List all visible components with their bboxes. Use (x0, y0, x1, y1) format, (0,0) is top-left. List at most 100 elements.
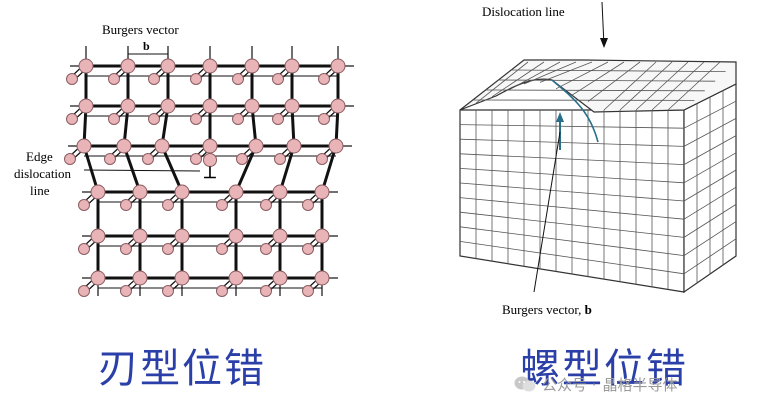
lattice-atom (64, 153, 76, 165)
lattice-atom (314, 270, 330, 286)
lattice-atom (318, 73, 330, 85)
lattice-atom (272, 113, 284, 125)
screw-burgers-vector-label: Burgers vector, b (502, 302, 592, 317)
lattice-atoms (64, 58, 346, 297)
edge-dislocation-diagram: Burgers vector b Edge dislocation line ⊥ (14, 22, 354, 297)
lattice-bond (234, 145, 258, 193)
lattice-atom (284, 98, 300, 114)
crystal-grid (459, 61, 737, 290)
lattice-atom (190, 113, 202, 125)
grid-line (635, 61, 689, 111)
grid-line (651, 61, 705, 111)
lattice-atom (286, 138, 302, 154)
lattice-atom (318, 113, 330, 125)
burgers-vector-arrowhead (556, 112, 564, 122)
lattice-atom (272, 73, 284, 85)
edge-dislocation-symbol: ⊥ (203, 165, 217, 182)
lattice-atom (148, 73, 160, 85)
grid-line (683, 152, 737, 184)
lattice-atom (202, 138, 218, 154)
lattice-atom (66, 113, 78, 125)
edge-line-label-3: line (30, 183, 50, 198)
edge-line-label-2: dislocation (14, 166, 72, 181)
edge-dislocation-caption: 刃型位错 (98, 346, 266, 392)
lattice-atom (272, 270, 288, 286)
screw-dislocation-diagram: Dislocation line Burgers vector, b (459, 1, 737, 317)
lattice-atom (302, 199, 314, 211)
grid-line (459, 182, 685, 202)
lattice-atom (202, 98, 218, 114)
grid-line (459, 124, 685, 129)
lattice-atom (244, 58, 260, 74)
lattice-atom (76, 138, 92, 154)
lattice-atom (132, 270, 148, 286)
lattice-atom (330, 58, 346, 74)
lattice-atom (328, 138, 344, 154)
dislocation-line-label: Dislocation line (482, 4, 565, 19)
lattice-atom (160, 98, 176, 114)
watermark-name: 晶格半导体 (602, 375, 678, 394)
lattice-atom (314, 228, 330, 244)
grid-line (507, 61, 561, 91)
lattice-atom (232, 73, 244, 85)
burgers-vector-pointer (533, 131, 561, 293)
lattice-atom (284, 58, 300, 74)
dislocation-step (551, 79, 599, 143)
lattice-atom (216, 285, 228, 297)
lattice-atom (148, 113, 160, 125)
grid-line (475, 61, 529, 104)
lattice-bond (278, 145, 296, 193)
lattice-atom (314, 184, 330, 200)
lattice-atom (203, 153, 217, 167)
lattice-atom (154, 138, 170, 154)
lattice-atom (120, 243, 132, 255)
lattice-atom (108, 73, 120, 85)
lattice-atom (78, 58, 94, 74)
wechat-icon (514, 376, 536, 392)
lattice-atom (330, 98, 346, 114)
burgers-vector-symbol: b (143, 39, 150, 53)
lattice-atom (216, 243, 228, 255)
lattice-atom (162, 199, 174, 211)
lattice-atom (274, 153, 286, 165)
screw-dislocation-panel: Dislocation line Burgers vector, b (384, 0, 768, 410)
lattice-atom (228, 184, 244, 200)
lattice-atom (302, 243, 314, 255)
grid-line (491, 61, 545, 98)
lattice-atom (260, 285, 272, 297)
lattice-bond (122, 145, 142, 193)
grid-line (683, 221, 737, 256)
grid-line (498, 79, 716, 82)
lattice-atom (120, 98, 136, 114)
grid-line (683, 204, 737, 238)
grid-line (603, 61, 657, 111)
grid-line (459, 197, 685, 220)
grid-line (539, 61, 593, 83)
lattice-atom (120, 199, 132, 211)
grid-line (459, 241, 685, 275)
lattice-atom (174, 228, 190, 244)
lattice-atom (120, 285, 132, 297)
lattice-atom (78, 98, 94, 114)
grid-line (683, 118, 737, 147)
grid-line (587, 61, 641, 102)
grid-line (683, 186, 737, 220)
lattice-atom (116, 138, 132, 154)
lattice-atom (272, 228, 288, 244)
grid-line (619, 61, 673, 111)
watermark-prefix: 公众号 · (542, 375, 597, 394)
burgers-vector-label: Burgers vector (102, 22, 179, 37)
lattice-atom (260, 243, 272, 255)
lattice-atom (236, 153, 248, 165)
lattice-atom (232, 113, 244, 125)
grid-line (459, 138, 685, 147)
grid-line (683, 169, 737, 202)
grid-line (667, 61, 721, 111)
lattice-atom (78, 243, 90, 255)
grid-line (571, 61, 625, 96)
lattice-bond (82, 145, 100, 193)
lattice-atom (190, 73, 202, 85)
lattice-bond (320, 145, 338, 193)
edge-line-label-1: Edge (26, 149, 53, 164)
lattice-atom (78, 285, 90, 297)
